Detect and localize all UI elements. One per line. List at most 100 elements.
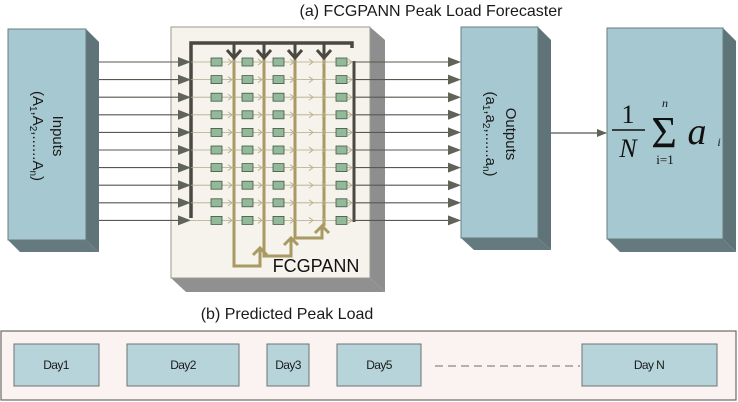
neuron-node: [272, 145, 285, 155]
connection-arrowhead: [308, 199, 314, 207]
neuron-node: [335, 127, 348, 137]
connection-arrowhead: [321, 164, 327, 171]
output-arrowhead: [448, 215, 461, 226]
connection-arrowhead: [347, 181, 353, 189]
neuron-node: [241, 163, 254, 173]
neuron-node: [272, 180, 285, 190]
formula-block-face: [606, 27, 724, 240]
connection-arrowhead: [227, 164, 233, 171]
day-label: Day3: [275, 358, 302, 372]
day-box-1: Day1: [13, 343, 100, 387]
connection-arrowhead: [347, 93, 353, 101]
neuron-node: [272, 75, 285, 84]
connection-arrowhead: [347, 146, 353, 154]
output-arrowhead: [448, 180, 461, 191]
input-arrowhead: [178, 74, 191, 85]
input-arrowhead: [178, 162, 191, 173]
day-label: Day1: [43, 358, 70, 372]
input-arrowhead: [178, 197, 191, 208]
input-arrowhead: [178, 145, 191, 155]
connection-arrowhead: [257, 181, 263, 189]
outputs-block-bottom: [461, 238, 551, 250]
day-label: Day2: [170, 358, 197, 372]
connection-arrowhead: [347, 129, 353, 136]
day-box-2: Day2: [126, 343, 240, 387]
connection-arrowhead: [308, 146, 314, 154]
connection-arrowhead: [289, 146, 295, 154]
neuron-node: [210, 215, 223, 225]
connection-arrowhead: [321, 199, 327, 207]
connection-arrowhead: [347, 111, 353, 119]
day-box-n: Day N: [581, 343, 718, 387]
formula-block: 1 N Σ n i=1 a i: [606, 27, 736, 252]
connection-arrowhead: [257, 199, 263, 207]
connection-arrowhead: [321, 181, 327, 189]
connection-arrowhead: [308, 111, 314, 119]
inputs-block-side: [86, 29, 99, 252]
inputs-block-face: [7, 28, 87, 241]
day-label: Day5: [366, 358, 393, 372]
neuron-node: [210, 75, 223, 84]
neuron-node: [241, 57, 254, 67]
connection-arrowhead: [308, 93, 314, 101]
neuron-node: [241, 180, 254, 190]
dark-feedback-bus: [189, 41, 354, 218]
gold-up-arrowhead: [313, 223, 331, 235]
neuron-node: [210, 180, 223, 190]
neuron-node: [335, 215, 348, 225]
connection-arrowhead: [321, 111, 327, 119]
neuron-node: [241, 92, 254, 102]
connection-arrowhead: [347, 217, 353, 224]
connection-arrowhead: [308, 76, 314, 83]
output-arrowhead: [448, 162, 461, 173]
output-arrowhead: [448, 145, 461, 155]
fcgpann-internals: [189, 41, 356, 268]
neuron-node: [241, 75, 254, 84]
neuron-node: [241, 110, 254, 120]
inputs-label: Inputs: [49, 116, 66, 157]
connection-arrowhead: [227, 93, 233, 101]
outputs-label: Outputs: [502, 108, 519, 161]
input-arrowhead: [178, 180, 191, 191]
dark-down-arrowhead: [255, 49, 273, 61]
neuron-node: [210, 92, 223, 102]
connection-arrowhead: [321, 217, 327, 224]
neuron-node: [335, 75, 348, 84]
connection-arrowhead: [227, 181, 233, 189]
day-label: Day N: [634, 358, 664, 372]
neuron-node: [210, 163, 223, 173]
connection-arrowhead: [308, 164, 314, 171]
connection-arrowhead: [347, 76, 353, 83]
connection-arrowhead: [227, 58, 233, 66]
input-arrowhead: [178, 215, 191, 226]
neuron-node: [210, 127, 223, 137]
formula-term: a: [688, 111, 707, 153]
neuron-node: [272, 127, 285, 137]
input-arrowhead: [178, 57, 191, 67]
connection-arrowhead: [257, 146, 263, 154]
connection-arrowhead: [257, 164, 263, 171]
connection-arrowhead: [308, 217, 314, 224]
formula-block-bottom: [607, 239, 736, 252]
neuron-node: [335, 110, 348, 120]
outputs-sublabel: (a1,a2,......an): [480, 91, 499, 176]
forecaster-title: (a) FCGPANN Peak Load Forecaster: [300, 3, 564, 20]
connection-arrowhead: [289, 129, 295, 136]
neuron-node: [272, 215, 285, 225]
connection-arrowhead: [289, 111, 295, 119]
gold-up-arrowhead: [251, 245, 269, 257]
neuron-node: [210, 110, 223, 120]
neuron-node: [335, 57, 348, 67]
connection-arrowhead: [321, 129, 327, 136]
neuron-node: [335, 92, 348, 102]
input-arrowhead: [178, 109, 191, 120]
formula-term-subscript: i: [717, 135, 720, 149]
gold-genetic-path: [293, 52, 324, 240]
predicted-panel: Day1 Day2 Day3 Day5 Day N: [0, 330, 737, 401]
connection-arrowhead: [289, 93, 295, 101]
connection-arrowhead: [257, 111, 263, 119]
outputs-block: Outputs (a1,a2,......an): [460, 26, 551, 250]
connection-arrowhead: [227, 199, 233, 207]
input-arrowhead: [178, 92, 191, 103]
formula-numerator: 1: [622, 100, 635, 129]
